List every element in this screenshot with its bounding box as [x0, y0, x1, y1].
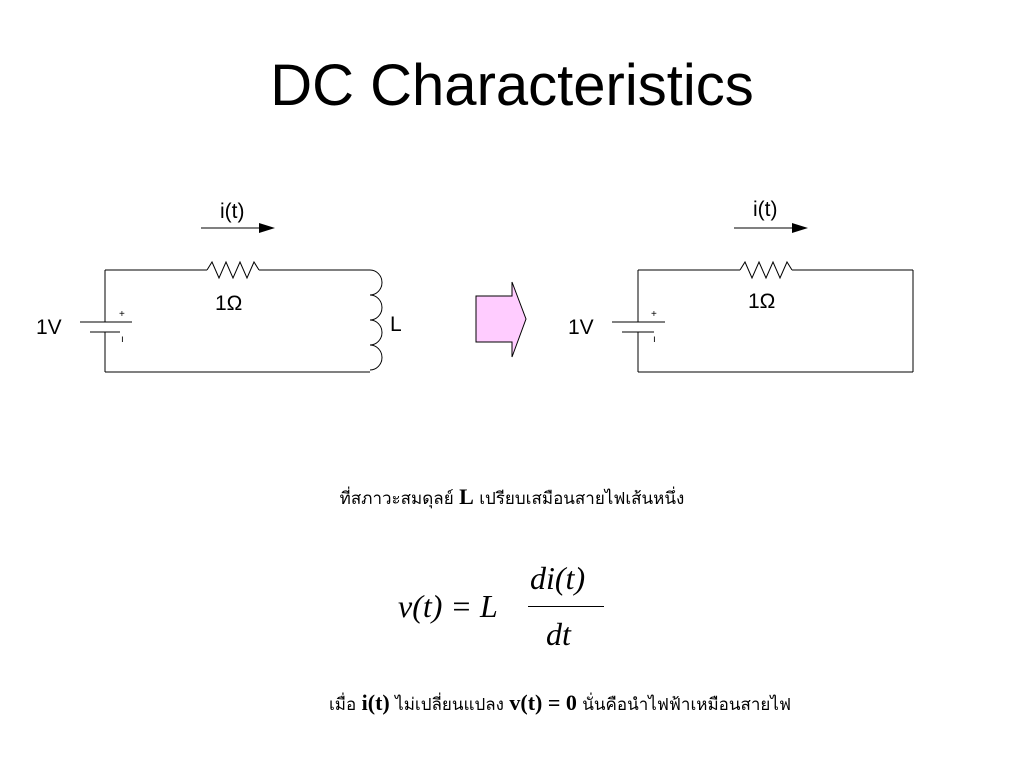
left-source-label: 1V: [36, 316, 62, 339]
right-current-label: i(t): [753, 198, 778, 221]
left-inductor-label: L: [390, 313, 402, 336]
note-current-symbol: i(t): [361, 690, 390, 715]
right-resistor: [739, 260, 793, 280]
left-current-arrowhead: [259, 223, 275, 233]
equation-numerator: di(t): [530, 560, 586, 596]
note-inductor-symbol: L: [459, 484, 474, 509]
transform-arrow-icon: [475, 281, 527, 358]
note-conclusion-text-mid: ไม่เปลี่ยนแปลง: [395, 695, 504, 715]
equation-denominator: dt: [546, 616, 571, 652]
right-source-label: 1V: [568, 316, 594, 339]
note-equilibrium: ที่สภาวะสมดุลย์ L เปรียบเสมือนสายไฟเส้นห…: [0, 484, 1024, 512]
equation-fraction-bar: [528, 606, 604, 607]
note-voltage-zero: v(t) = 0: [509, 690, 577, 715]
note-equilibrium-text-end: เปรียบเสมือนสายไฟเส้นหนึ่ง: [479, 489, 685, 509]
right-battery-minus: ı: [653, 334, 656, 345]
left-battery-plus: +: [119, 309, 125, 320]
equation-lhs: v(t) = L: [398, 588, 498, 624]
left-current-label: i(t): [220, 200, 245, 223]
right-current-arrowhead: [792, 223, 808, 233]
note-conclusion-text-start: เมื่อ: [329, 695, 357, 715]
left-resistor: [206, 260, 260, 280]
right-battery-plus: +: [651, 309, 657, 320]
left-resistor-label: 1Ω: [215, 292, 242, 315]
left-battery-minus: ı: [121, 334, 124, 345]
right-resistor-label: 1Ω: [748, 290, 775, 313]
right-circuit: [612, 227, 914, 373]
slide-title: DC Characteristics: [270, 53, 754, 118]
note-conclusion-text-end: นั่นคือนำไฟฟ้าเหมือนสายไฟ: [582, 695, 791, 715]
note-conclusion: เมื่อ i(t) ไม่เปลี่ยนแปลง v(t) = 0 นั่นค…: [48, 690, 1024, 718]
left-inductor: [369, 269, 383, 371]
inductor-equation: v(t) = L di(t) dt: [396, 560, 616, 660]
note-equilibrium-text-start: ที่สภาวะสมดุลย์: [339, 489, 454, 509]
left-circuit: [80, 227, 383, 373]
